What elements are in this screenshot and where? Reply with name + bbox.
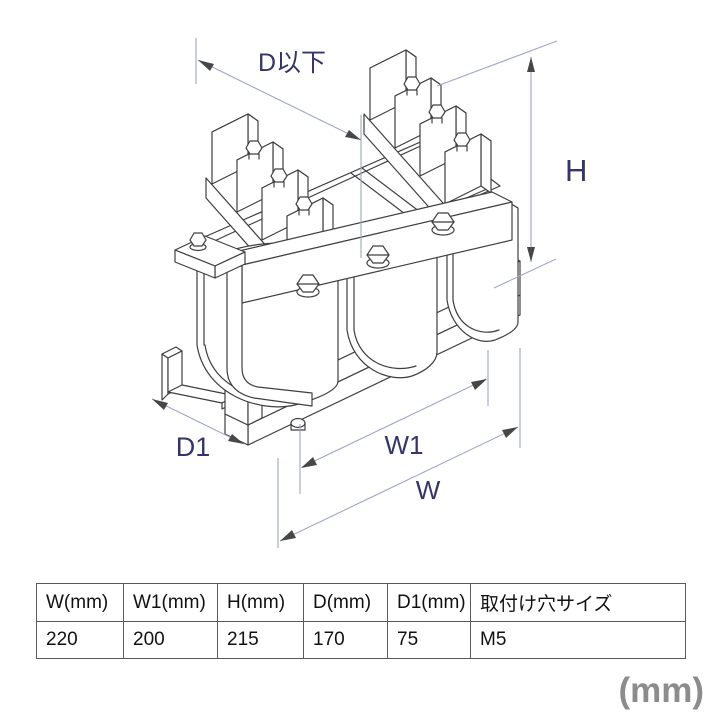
value-h: 215 <box>217 621 304 659</box>
dim-label-depth-max: D以下 <box>258 49 326 77</box>
terminal-screw-icon <box>403 76 471 152</box>
dimension-width-pitch: W1 <box>299 350 489 494</box>
clamp-band <box>174 191 513 407</box>
dim-label-width-pitch: W1 <box>385 430 424 460</box>
table-value-row: 220 200 215 170 75 M5 <box>36 621 686 659</box>
rear-mounting-foot <box>161 346 237 410</box>
unit-note: (mm) <box>618 671 704 710</box>
col-header-h: H(mm) <box>217 583 304 622</box>
table-header-row: W(mm) W1(mm) H(mm) D(mm) D1(mm) 取付け穴サイズ <box>36 583 686 622</box>
dim-label-width: W <box>416 475 441 505</box>
dim-label-depth-pitch: D1 <box>176 432 211 462</box>
value-w1: 200 <box>123 621 218 659</box>
col-header-d1: D1(mm) <box>387 583 471 622</box>
dimension-height: H <box>436 40 587 289</box>
clamp-bolt-icon <box>296 212 455 298</box>
terminal-block-right <box>363 49 492 233</box>
value-mount-hole: M5 <box>470 621 686 659</box>
dimension-depth-max: D以下 <box>195 38 362 258</box>
dimension-width: W <box>277 348 521 548</box>
col-header-w: W(mm) <box>36 583 124 622</box>
terminal-screw-icon <box>245 140 313 216</box>
dim-label-height: H <box>565 153 587 188</box>
mounting-slot-icon <box>290 417 306 431</box>
col-header-w1: W1(mm) <box>123 583 218 622</box>
dimensions-table: W(mm) W1(mm) H(mm) D(mm) D1(mm) 取付け穴サイズ … <box>36 583 686 659</box>
value-w: 220 <box>36 621 124 659</box>
value-d1: 75 <box>387 621 471 659</box>
clamp-bracket-tab <box>174 232 246 279</box>
col-header-d: D(mm) <box>303 583 388 622</box>
col-header-mount-hole: 取付け穴サイズ <box>470 583 686 622</box>
value-d: 170 <box>303 621 388 659</box>
dimension-depth-pitch: D1 <box>151 398 245 462</box>
